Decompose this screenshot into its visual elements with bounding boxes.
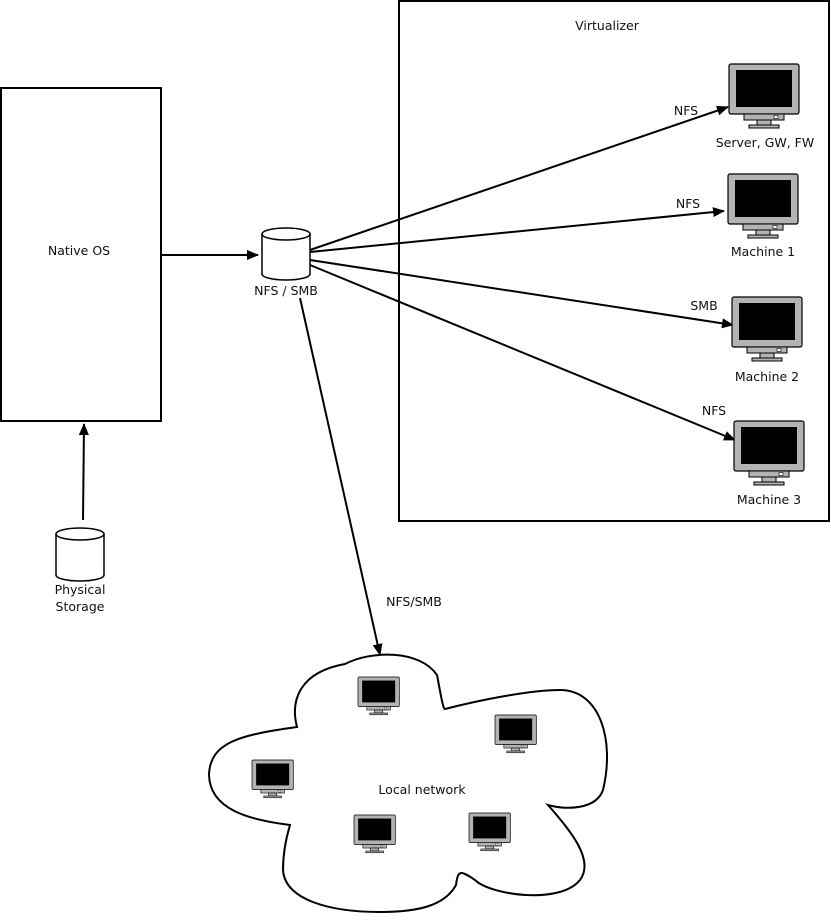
share-label: NFS / SMB [254, 283, 318, 298]
machine-3: Machine 3 [733, 420, 805, 507]
physical-storage-label-2: Storage [56, 599, 105, 614]
virtualizer-label: Virtualizer [575, 18, 640, 33]
native-os-node: Native OS [0, 87, 162, 422]
edge-label-machine2: SMB [690, 298, 717, 313]
edge-label-machine1: NFS [676, 196, 700, 211]
edge-share-to-machine1 [309, 207, 725, 253]
physical-storage-node: Physical Storage [55, 527, 106, 614]
machine-1: Machine 1 [727, 173, 799, 259]
edge-share-to-machine3 [309, 264, 736, 441]
share-node: NFS / SMB [254, 227, 318, 298]
machine-1-label: Machine 1 [731, 244, 795, 259]
physical-storage-label-1: Physical [55, 582, 106, 597]
edges [78, 105, 736, 656]
machine-server: Server, GW, FW [716, 63, 814, 150]
edge-share-to-local-network [299, 297, 383, 656]
machine-server-label: Server, GW, FW [716, 135, 814, 150]
edge-label-server: NFS [674, 103, 698, 118]
local-network-cloud: Local network [207, 653, 608, 914]
local-network-label: Local network [378, 782, 466, 797]
edge-storage-to-os [78, 423, 89, 521]
native-os-label: Native OS [48, 243, 110, 258]
machine-2: Machine 2 [731, 296, 803, 384]
storage-cylinder-icon [55, 534, 105, 582]
edge-label-machine3: NFS [702, 403, 726, 418]
machine-3-label: Machine 3 [737, 492, 801, 507]
share-cylinder-icon [261, 234, 311, 281]
edge-share-to-machine2 [309, 259, 734, 329]
edge-label-local-network: NFS/SMB [386, 594, 442, 609]
machine-2-label: Machine 2 [735, 369, 799, 384]
edge-share-to-server [309, 105, 729, 251]
